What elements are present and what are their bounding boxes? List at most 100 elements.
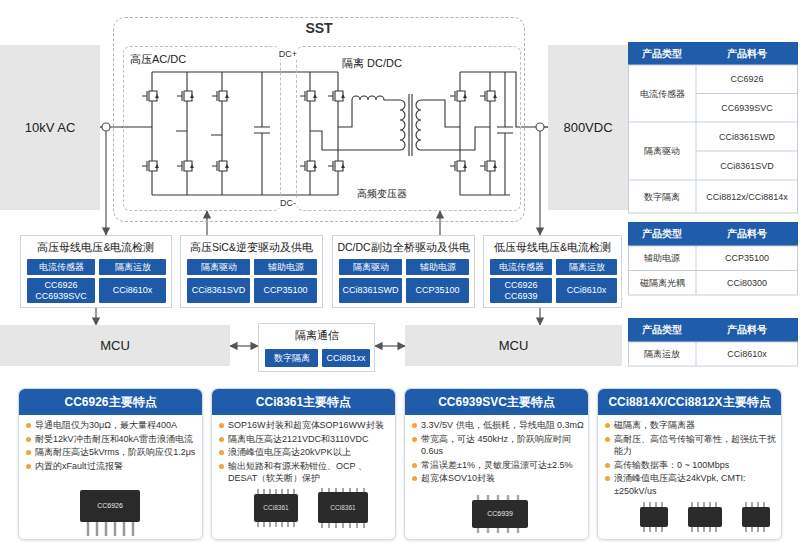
terminal-dot <box>536 123 544 131</box>
part-chip: CCi8361SWD <box>339 278 402 303</box>
feature-bullet: SOP16W封装和超宽体SOP16WW封装 <box>218 419 391 432</box>
table-grid <box>696 342 697 366</box>
part-chip: 隔离运放 <box>556 259 617 275</box>
table-header <box>628 318 798 342</box>
chip-label: CCP35100 <box>263 285 307 296</box>
part-chip: 辅助电源 <box>406 259 469 275</box>
terminal-dot <box>102 123 110 131</box>
chip-label: CCi881xx <box>326 353 365 364</box>
box-label: 800VDC <box>563 120 612 135</box>
chip-label: 隔离驱动 <box>353 262 389 273</box>
feature-bullet: 隔离耐压高达5kVrms，阶跃响应仅1.2μs <box>25 446 198 459</box>
part-chip: 隔离运放 <box>99 259 166 275</box>
chip-label: 隔离驱动 <box>201 262 237 273</box>
part-chip: CCP35100 <box>254 278 317 303</box>
chip-marking: CCi8361 <box>262 504 289 512</box>
feature-card: CCi8361主要特点SOP16W封装和超宽体SOP16WW封装隔离电压高达21… <box>211 388 396 540</box>
component-label: 高频变压器 <box>357 187 407 201</box>
table-3 <box>628 318 798 366</box>
chip-label: CCP35100 <box>415 285 459 296</box>
bullet-list: SOP16W封装和超宽体SOP16WW封装隔离电压高达2121VDC和3110V… <box>212 415 395 485</box>
box-label: SST <box>114 20 524 36</box>
part-chip: 辅助电源 <box>254 259 317 275</box>
table-2 <box>628 222 798 295</box>
terminal-band: 10kV AC <box>0 45 100 210</box>
function-box: 高压SiC&逆变驱动及供电隔离驱动 CCi8361SVD 辅助电源 CCP35100 <box>180 235 323 308</box>
connector <box>100 127 106 235</box>
dc-plus-bus <box>152 71 510 72</box>
feature-bullet: 浪涌峰值电压高达20kVPK以上 <box>218 446 391 459</box>
table-cell: CCi8361SVD <box>719 160 775 171</box>
part-chip: 电流传感器 <box>27 259 95 275</box>
table-cell: CCi8812x/CCi8814x <box>705 191 789 202</box>
transformer-core <box>409 94 412 156</box>
table-1 <box>628 42 798 213</box>
connector <box>375 345 405 346</box>
box-heading: 高压母线电压&电流检测 <box>21 241 171 255</box>
group-title: 高压AC/DC <box>130 52 186 67</box>
bridge-legs <box>152 72 490 195</box>
feature-bullet: 耐受12kV冲击耐压和40kA雷击浪涌电流 <box>25 433 198 446</box>
function-box: DC/DC副边全桥驱动及供电隔离驱动 CCi8361SWD 辅助电源 CCP35100 <box>332 235 475 308</box>
table-cell: CCP35100 <box>724 253 770 264</box>
dc-link-capacitor <box>254 72 270 195</box>
box-heading: 高压SiC&逆变驱动及供电 <box>181 241 322 255</box>
bus-label: DC+ <box>278 49 298 60</box>
feature-bullet: 导通电阻仅为30μΩ，最大量程400A <box>25 419 198 432</box>
connectors <box>96 127 548 346</box>
table-cell: 产品料号 <box>726 324 768 335</box>
chip-body <box>472 500 528 528</box>
system-boundary: SST 高压AC/DC 隔离 DC/DC高频变压器 <box>113 17 525 222</box>
box-heading: DC/DC副边全桥驱动及供电 <box>333 241 474 255</box>
part-chip: CC6926 CC6939 <box>490 278 552 303</box>
box-label: MCU <box>499 338 529 353</box>
chip-label: CCi8610x <box>113 285 153 296</box>
chip-label: 辅助电源 <box>420 262 456 273</box>
chip-pins <box>88 522 133 536</box>
chip-cc6939 <box>472 495 528 533</box>
part-chip: CCP35100 <box>406 278 469 303</box>
chip-cci881x <box>640 502 770 532</box>
output-capacitor <box>497 72 520 195</box>
chip-marking: CC6939 <box>486 510 514 518</box>
feature-bullet: 内置的xFault过流报警 <box>25 460 198 473</box>
terminal-band: MCU <box>0 325 230 366</box>
function-box: 低压母线电压&电流检测电流传感器CC6926 CC6939隔离运放CCi8610… <box>483 235 622 308</box>
feature-bullet: 带宽高，可达 450kHz，阶跃响应时间 0.6us <box>411 433 584 458</box>
table-body <box>629 65 798 213</box>
table-body <box>629 246 798 295</box>
stage-group: 隔离 DC/DC高频变压器 <box>296 46 521 211</box>
table-cell: 产品类型 <box>641 228 683 239</box>
chip-label: 辅助电源 <box>268 262 304 273</box>
part-chip: 隔离驱动 <box>187 259 250 275</box>
chip-label: CCi8610x <box>567 285 607 296</box>
feature-bullet: 高传输数据率：0 ~ 100Mbps <box>604 459 777 472</box>
table-cell: 电流传感器 <box>639 88 686 99</box>
bullet-list: 磁隔离，数字隔离器高耐压、高信号传输可靠性，超强抗干扰能力高传输数据率：0 ~ … <box>598 415 781 498</box>
table-cell: CC6926 <box>729 74 764 85</box>
connector <box>230 345 258 346</box>
connector <box>439 211 440 235</box>
table-grid <box>628 65 798 213</box>
stage-group: 高压AC/DC <box>123 46 281 211</box>
wiring <box>122 72 520 195</box>
chip-marking: CCi8361 <box>329 504 356 512</box>
chip-label: CC6926 CC6939SVC <box>29 280 93 302</box>
card-header: CC6939SVC主要特点 <box>405 389 588 415</box>
table-cell: 数字隔离 <box>643 191 681 202</box>
box-heading: 隔离通信 <box>259 329 374 343</box>
table-header <box>628 222 798 246</box>
chip-label: CC6926 CC6939 <box>492 280 550 302</box>
table-body <box>629 342 798 366</box>
resonant-inductor <box>338 96 400 127</box>
card-header: CC6926主要特点 <box>19 389 202 415</box>
chip-body <box>318 492 368 523</box>
bullet-list: 导通电阻仅为30μΩ，最大量程400A耐受12kV冲击耐压和40kA雷击浪涌电流… <box>19 415 202 472</box>
part-chip: CCi881xx <box>322 349 370 367</box>
function-box: 高压母线电压&电流检测电流传感器 CC6926 CC6939SVC 隔离运放 CCi8… <box>20 235 172 308</box>
box-label: MCU <box>100 338 130 353</box>
table-cell: 隔离驱动 <box>643 146 681 157</box>
table-cell: 产品料号 <box>726 228 768 239</box>
part-chip: CCi8361SVD <box>187 278 250 303</box>
table-cell: CCi8610x <box>726 349 768 360</box>
